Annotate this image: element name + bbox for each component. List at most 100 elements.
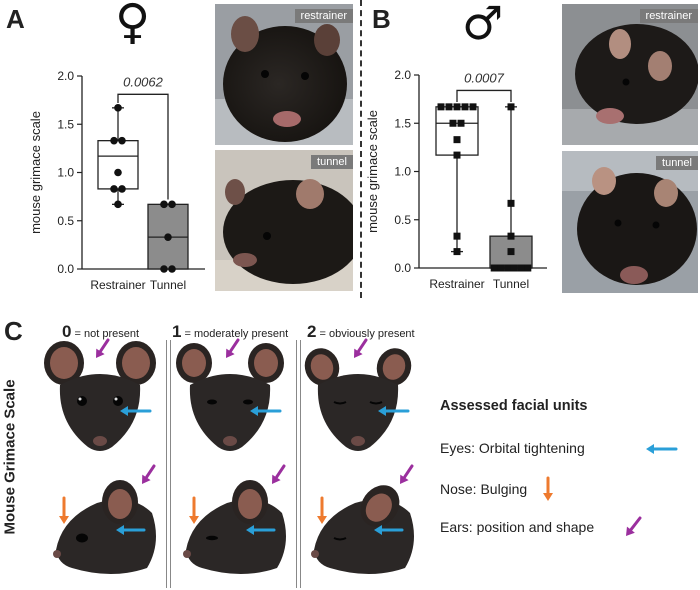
data-point bbox=[110, 136, 118, 145]
mouse-photo-a-top bbox=[215, 4, 353, 145]
data-point bbox=[118, 136, 126, 145]
nose-arrow-icon-head bbox=[543, 493, 553, 501]
x-tick-label: Restrainer bbox=[90, 278, 145, 292]
eye-arrow-front-0-head bbox=[120, 406, 128, 416]
data-point bbox=[497, 264, 505, 272]
photo-b-tunnel: tunnel bbox=[562, 151, 698, 293]
data-point bbox=[507, 232, 515, 240]
nose-arrow-side-1 bbox=[189, 496, 199, 524]
ear-arrow-front-2 bbox=[354, 338, 368, 358]
score-0-heading: 0 = not present bbox=[62, 322, 139, 342]
ear-arrow-side-0 bbox=[142, 464, 156, 484]
x-tick-label: Restrainer bbox=[429, 277, 484, 291]
side-nose bbox=[183, 550, 191, 558]
left-ear-inner bbox=[182, 349, 206, 377]
y-tick-label: 1.0 bbox=[394, 165, 411, 179]
data-point bbox=[507, 199, 515, 207]
side-ear-inner bbox=[108, 489, 132, 519]
mouse-photo-b-top bbox=[562, 4, 698, 145]
nose-arrow-side-1-head bbox=[189, 516, 199, 524]
ear-arrow-side-0-shaft bbox=[144, 464, 156, 479]
data-point bbox=[461, 103, 469, 111]
data-point bbox=[445, 103, 453, 111]
mouse-side-1 bbox=[183, 480, 286, 574]
y-tick-label: 0.0 bbox=[394, 261, 411, 275]
right-eye-glint bbox=[114, 397, 118, 401]
nose-arrow-side-2-head bbox=[317, 516, 327, 524]
data-point bbox=[510, 264, 518, 272]
panel-letter-b: B bbox=[372, 4, 391, 34]
x-tick-label: Tunnel bbox=[493, 277, 529, 291]
side-eye bbox=[76, 533, 88, 543]
y-tick-label: 2.0 bbox=[394, 68, 411, 82]
right-eye bbox=[243, 399, 253, 405]
nose bbox=[351, 436, 365, 446]
eye-arrow-side-0 bbox=[116, 525, 146, 535]
data-point bbox=[453, 151, 461, 159]
data-point bbox=[524, 264, 532, 272]
left-ear-inner bbox=[310, 354, 334, 380]
grimace-illustrations bbox=[44, 338, 414, 574]
ear-arrow-icon-head bbox=[626, 526, 635, 536]
y-tick-label: 0.5 bbox=[394, 213, 411, 227]
data-point bbox=[449, 119, 457, 127]
score-1-text: = moderately present bbox=[181, 328, 289, 340]
nose-arrow-side-0 bbox=[59, 496, 69, 524]
eye-arrow-front-2 bbox=[378, 406, 410, 416]
data-point bbox=[490, 264, 498, 272]
eye-arrow-side-1-head bbox=[246, 525, 254, 535]
box-restrainer bbox=[97, 140, 139, 190]
side-nose bbox=[311, 550, 319, 558]
y-tick-label: 1.5 bbox=[57, 117, 74, 131]
left-eye-glint bbox=[78, 397, 82, 401]
ear-arrow-side-2-head bbox=[400, 474, 409, 484]
data-point bbox=[110, 185, 118, 193]
photo-a-tunnel: tunnel bbox=[215, 150, 353, 291]
side-eye bbox=[333, 537, 347, 541]
photo-tag-b-bottom: tunnel bbox=[656, 156, 698, 170]
photo-tag-a-top: restrainer bbox=[294, 9, 353, 23]
eye-arrow-icon bbox=[646, 444, 678, 454]
y-axis-label: mouse grimace scale bbox=[365, 110, 380, 233]
nose bbox=[93, 436, 107, 446]
data-point bbox=[507, 103, 515, 111]
data-point bbox=[114, 168, 122, 177]
data-point bbox=[507, 248, 515, 256]
panel-letter-a: A bbox=[6, 4, 25, 34]
data-point bbox=[160, 265, 168, 273]
mouse-side-0 bbox=[53, 480, 156, 574]
ear-arrow-side-0-head bbox=[142, 474, 151, 484]
nose-arrow-side-0-head bbox=[59, 516, 69, 524]
mouse-front-2 bbox=[304, 348, 412, 451]
data-point bbox=[453, 232, 461, 240]
data-point bbox=[453, 248, 461, 256]
significance-bracket bbox=[117, 93, 169, 200]
right-ear-inner bbox=[382, 354, 406, 380]
photo-tag-a-bottom: tunnel bbox=[311, 155, 353, 169]
data-point bbox=[437, 103, 445, 111]
data-point bbox=[504, 264, 512, 272]
eye-arrow-icon-head bbox=[646, 444, 654, 454]
legend-eyes-text: Eyes: Orbital tightening bbox=[440, 440, 585, 456]
eye-arrow-side-2 bbox=[374, 525, 404, 535]
left-ear-inner bbox=[50, 347, 78, 379]
nose-arrow-icon bbox=[543, 476, 553, 501]
mouse-photo-b-bottom bbox=[562, 151, 698, 293]
right-ear-inner bbox=[122, 347, 150, 379]
ear-arrow-front-2-head bbox=[354, 348, 363, 358]
score-1-number: 1 bbox=[172, 322, 182, 341]
mouse-front-0 bbox=[44, 341, 156, 451]
side-eye bbox=[206, 535, 218, 541]
y-tick-label: 1.5 bbox=[394, 116, 411, 130]
mouse-photo-a-bottom bbox=[215, 150, 353, 291]
data-point bbox=[118, 185, 126, 193]
score-2-text: = obviously present bbox=[316, 328, 415, 340]
ear-arrow-side-1-shaft bbox=[274, 464, 286, 479]
p-value-label: 0.0062 bbox=[123, 74, 164, 89]
photo-b-restrainer: restrainer bbox=[562, 4, 698, 145]
panel-divider bbox=[360, 0, 362, 298]
y-tick-label: 2.0 bbox=[57, 69, 74, 83]
photo-a-restrainer: restrainer bbox=[215, 4, 353, 145]
ear-arrow-side-1 bbox=[272, 464, 286, 484]
data-point bbox=[168, 200, 176, 209]
